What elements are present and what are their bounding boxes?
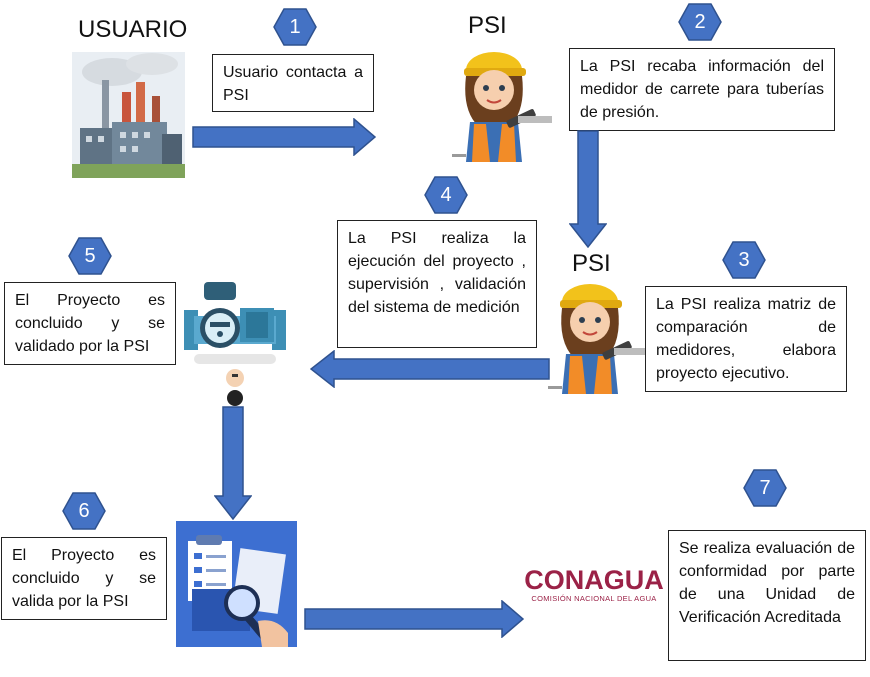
usuario-title: USUARIO (78, 16, 188, 43)
step-1-text: Usuario contacta a PSI (223, 64, 363, 104)
water-meter-icon (180, 278, 290, 408)
engineer-woman-icon-2 (548, 272, 648, 394)
step-3-number: 3 (738, 249, 750, 271)
arrow-meter-down (214, 406, 252, 520)
factory-icon (72, 52, 185, 178)
step-1-badge: 1 (273, 8, 317, 46)
step-5-text: El Proyecto es concluido y se validado p… (15, 292, 165, 355)
conagua-logo-text: CONAGUA (524, 565, 664, 595)
conagua-logo: CONAGUA COMISIÓN NACIONAL DEL AGUA (524, 566, 664, 604)
step-6-badge: 6 (62, 492, 106, 530)
step-2-badge: 2 (678, 3, 722, 41)
arrow-psi-to-meter (310, 350, 550, 388)
step-3-box: La PSI realiza matriz de comparación de … (645, 286, 847, 392)
psi-title-top: PSI (468, 12, 507, 39)
step-4-text: La PSI realiza la ejecución del proyecto… (348, 230, 526, 316)
step-4-badge: 4 (424, 176, 468, 214)
step-1-number: 1 (289, 16, 301, 38)
step-7-text: Se realiza evaluación de conformidad por… (679, 540, 855, 626)
step-5-box: El Proyecto es concluido y se validado p… (4, 282, 176, 365)
step-7-number: 7 (759, 477, 771, 499)
step-3-badge: 3 (722, 241, 766, 279)
step-5-badge: 5 (68, 237, 112, 275)
step-6-box: El Proyecto es concluido y se valida por… (1, 537, 167, 620)
conagua-logo-subtitle: COMISIÓN NACIONAL DEL AGUA (531, 594, 657, 603)
step-1-box: Usuario contacta a PSI (212, 54, 374, 112)
step-5-number: 5 (84, 245, 96, 267)
engineer-woman-icon (452, 40, 552, 162)
step-2-text: La PSI recaba información del medidor de… (580, 58, 824, 121)
step-2-number: 2 (694, 11, 706, 33)
arrow-user-to-psi (192, 118, 376, 156)
arrow-step2-down (569, 130, 607, 248)
step-2-box: La PSI recaba información del medidor de… (569, 48, 835, 131)
step-4-box: La PSI realiza la ejecución del proyecto… (337, 220, 537, 348)
psi-title-middle: PSI (572, 250, 611, 277)
step-4-number: 4 (440, 184, 452, 206)
step-7-badge: 7 (743, 469, 787, 507)
step-7-box: Se realiza evaluación de conformidad por… (668, 530, 866, 661)
documents-review-icon (176, 521, 297, 647)
step-6-number: 6 (78, 500, 90, 522)
step-6-text: El Proyecto es concluido y se valida por… (12, 547, 156, 610)
step-3-text: La PSI realiza matriz de comparación de … (656, 296, 836, 382)
arrow-docs-to-conagua (304, 600, 524, 638)
